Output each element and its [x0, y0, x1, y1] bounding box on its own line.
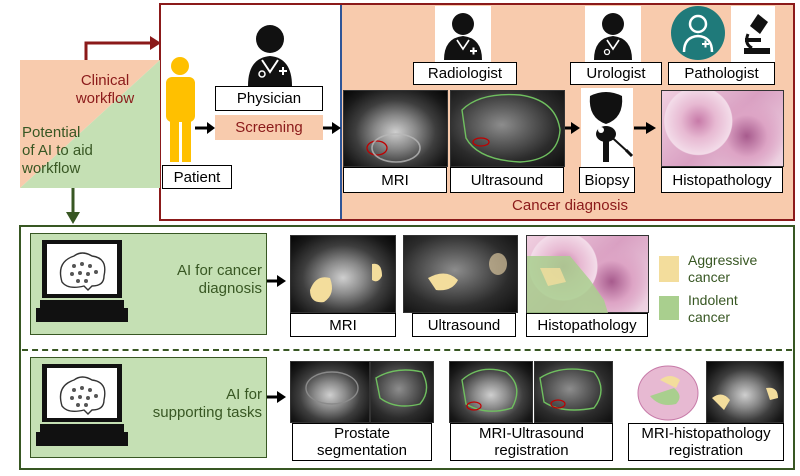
reg-mri-image [449, 361, 533, 423]
ai-ultrasound-image [403, 235, 518, 313]
reg-mri-image-2 [706, 361, 784, 423]
mri-image [343, 90, 448, 167]
reg-label: MRI-Ultrasound registration [450, 423, 613, 461]
section-divider [22, 349, 792, 351]
ultrasound-image [450, 90, 565, 167]
cancer-diagnosis-label: Cancer diagnosis [512, 197, 628, 214]
seg-ultrasound-image [370, 361, 434, 423]
legend-label-aggressive: Aggressive cancer [688, 252, 758, 285]
seg-label: Prostate segmentation [292, 423, 432, 461]
pathologist-label: Pathologist [668, 62, 775, 85]
ai-mri-image [290, 235, 396, 313]
ai-mri-label: MRI [290, 313, 396, 337]
legend-label-indolent: Indolent cancer [688, 292, 738, 325]
ai-support-heading: AI for supporting tasks [152, 386, 262, 421]
ai-workflow-frame [19, 225, 795, 470]
biopsy-label: Biopsy [579, 167, 635, 193]
legend-swatch-indolent [659, 296, 679, 320]
screening-label: Screening [215, 115, 323, 140]
ai-ultrasound-label: Ultrasound [412, 313, 516, 337]
ai-diagnosis-heading: AI for cancer diagnosis [176, 262, 262, 297]
patient-label: Patient [162, 165, 232, 189]
urologist-label: Urologist [570, 62, 662, 85]
radiologist-label: Radiologist [413, 62, 517, 85]
potential-ai-label: Potential of AI to aid workflow [22, 124, 93, 177]
clinical-workflow-label: Clinical workflow [75, 72, 135, 107]
physician-label: Physician [215, 86, 323, 111]
reg-ultrasound-image [534, 361, 613, 423]
accent-line [340, 4, 342, 220]
legend-swatch-aggressive [659, 256, 679, 282]
reg-histo-label: MRI-histopathology registration [628, 423, 784, 461]
ai-histopathology-label: Histopathology [526, 313, 648, 337]
histopathology-image [661, 90, 784, 167]
histopathology-label: Histopathology [661, 167, 783, 193]
mri-label: MRI [343, 167, 447, 193]
ultrasound-label: Ultrasound [450, 167, 564, 193]
